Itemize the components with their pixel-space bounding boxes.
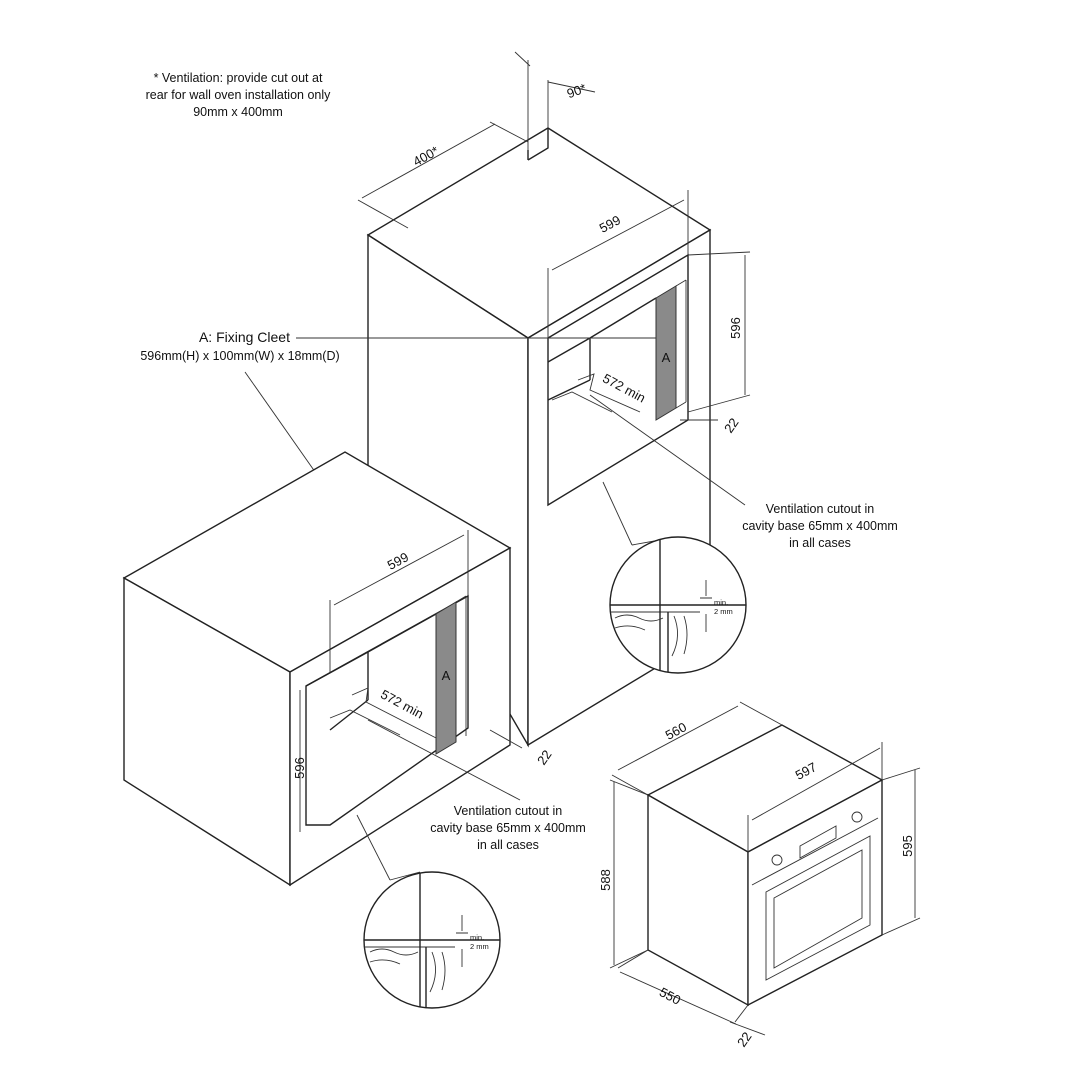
tall-cabinet-cleat-label: A [662,350,671,365]
base-cabinet-cleat-label: A [442,668,451,683]
tall-cabinet-rear-cut-width: 90* [565,80,588,101]
detail-lower-label-1: min. [470,933,484,942]
oven-depth-bottom: 550 [657,984,683,1007]
vent-cutout-lower-note: Ventilation cutout in cavity base 65mm x… [367,719,586,852]
detail-circle-lower: min. 2 mm [356,814,501,1009]
oven-depth-top: 560 [663,719,689,742]
oven-left-knob [771,854,783,866]
ventilation-note-line-2: rear for wall oven installation only [146,88,332,102]
base-cabinet-cleat [435,601,457,755]
base-cabinet-front-gap: 22 [534,747,555,767]
ventilation-note: * Ventilation: provide cut out at rear f… [146,71,332,119]
ventilation-note-line-3: 90mm x 400mm [193,105,283,119]
fixing-cleat-note: A: Fixing Cleet 596mm(H) x 100mm(W) x 18… [140,329,656,651]
tall-cabinet-front-gap: 22 [721,415,742,435]
vent-cutout-lower-line-1: Ventilation cutout in [454,804,562,818]
detail-circle-upper: min. 2 mm [602,481,747,674]
fixing-cleat-title: A: Fixing Cleet [199,329,290,345]
vent-cutout-lower-line-2: cavity base 65mm x 400mm [430,821,586,835]
tall-cabinet-height: 596 [728,317,743,339]
ventilation-note-line-1: * Ventilation: provide cut out at [154,71,323,85]
oven-door-window [765,835,871,981]
vent-cutout-upper-note: Ventilation cutout in cavity base 65mm x… [589,394,898,550]
oven-height-body: 588 [598,869,613,891]
fixing-cleat-size: 596mm(H) x 100mm(W) x 18mm(D) [140,349,339,363]
oven-front-thickness: 22 [734,1029,755,1049]
oven-height-front: 595 [900,835,915,857]
oven-display [799,825,837,859]
oven [646,724,884,1007]
tall-cabinet-rear-cut-depth: 400* [410,143,441,169]
vent-cutout-upper-line-3: in all cases [789,536,851,550]
detail-lower-label-2: 2 mm [470,942,489,951]
oven-right-knob [851,811,863,823]
vent-cutout-upper-line-2: cavity base 65mm x 400mm [742,519,898,533]
base-cabinet: A [122,451,512,887]
detail-upper-label-2: 2 mm [714,607,733,616]
base-cabinet-height: 596 [292,757,307,779]
detail-upper-label-1: min. [714,598,728,607]
oven-dimensions: 560 597 595 588 550 22 [598,701,921,1050]
vent-cutout-lower-line-3: in all cases [477,838,539,852]
vent-cutout-upper-line-1: Ventilation cutout in [766,502,874,516]
tall-cabinet-dimensions: 400* 90* 599 596 572 min 22 [357,51,751,436]
